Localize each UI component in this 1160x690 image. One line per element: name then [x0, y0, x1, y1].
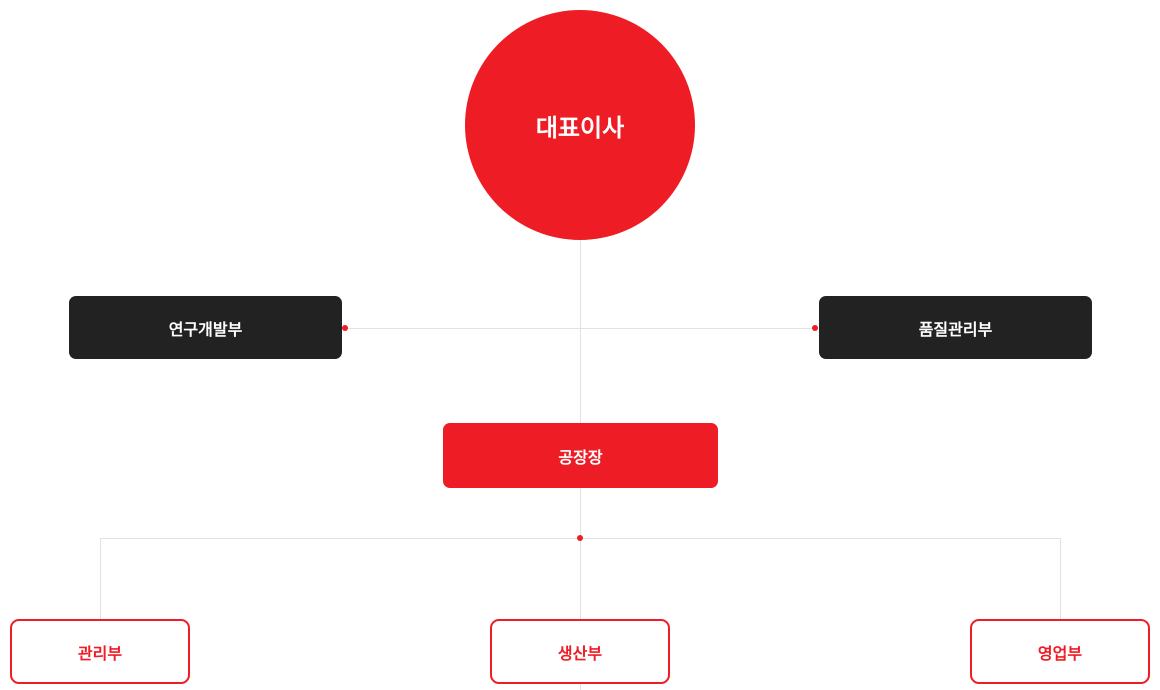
admin-dept-node: 관리부 — [10, 619, 190, 684]
junction-dot — [812, 325, 818, 331]
qa-node: 품질관리부 — [819, 296, 1092, 359]
junction-dot — [342, 325, 348, 331]
production-dept-label: 생산부 — [557, 643, 603, 663]
rnd-node: 연구개발부 — [69, 296, 342, 359]
rnd-label: 연구개발부 — [168, 319, 243, 339]
connector-right-dept — [1060, 538, 1061, 620]
qa-label: 품질관리부 — [918, 319, 993, 339]
sales-dept-node: 영업부 — [970, 619, 1150, 684]
admin-dept-label: 관리부 — [77, 643, 123, 663]
connector-staff — [345, 328, 815, 329]
production-dept-node: 생산부 — [490, 619, 670, 684]
ceo-node: 대표이사 — [465, 10, 695, 240]
factory-head-label: 공장장 — [558, 447, 603, 467]
factory-head-node: 공장장 — [443, 423, 718, 488]
ceo-label: 대표이사 — [535, 113, 625, 142]
junction-dot — [577, 535, 583, 541]
connector-left-dept — [100, 538, 101, 620]
sales-dept-label: 영업부 — [1037, 643, 1083, 663]
